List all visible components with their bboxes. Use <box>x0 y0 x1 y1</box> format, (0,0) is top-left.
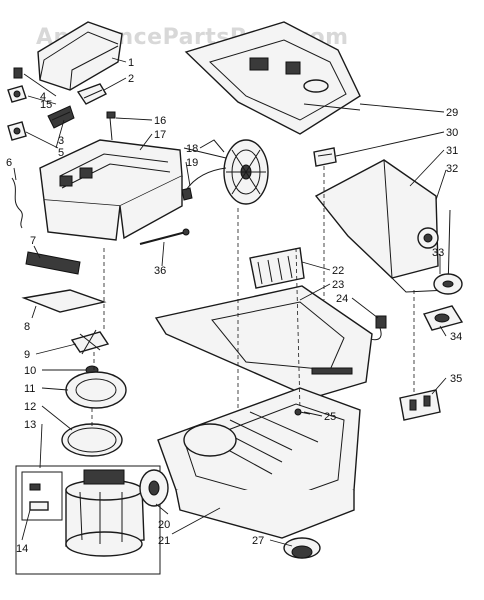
callout-3: 3 <box>58 135 64 147</box>
part-36-rod <box>139 228 190 245</box>
callout-22: 22 <box>332 265 344 277</box>
part-27-caster <box>283 537 321 559</box>
callout-13: 13 <box>24 419 36 431</box>
callout-10: 10 <box>24 365 36 377</box>
callout-27: 27 <box>252 535 264 547</box>
callout-34: 34 <box>450 331 462 343</box>
part-15-switch-knob <box>7 85 27 103</box>
callout-2: 2 <box>128 73 134 85</box>
part-5-switch <box>7 121 27 141</box>
part-34-adapter <box>422 305 464 331</box>
callout-labels: 1 2 3 4 5 6 7 8 9 10 11 12 13 14 15 16 1… <box>6 57 462 555</box>
callout-12: 12 <box>24 401 36 413</box>
part-9-fan <box>70 329 110 355</box>
part-6-wire <box>11 177 23 229</box>
part-35-latch <box>399 389 441 421</box>
part-13-motor-assembly <box>15 465 161 575</box>
part-32-bracket-outline <box>391 209 451 293</box>
part-16-screw <box>106 111 116 141</box>
callout-19: 19 <box>186 157 198 169</box>
part-33-ring <box>433 273 463 295</box>
callout-36: 36 <box>154 265 166 277</box>
callout-32: 32 <box>446 163 458 175</box>
callout-8: 8 <box>24 321 30 333</box>
part-19-plug <box>181 139 227 201</box>
callout-5: 5 <box>58 147 64 159</box>
part-8-plate <box>21 289 107 313</box>
part-22-grille <box>249 247 305 289</box>
part-21-base <box>157 387 361 539</box>
callout-24: 24 <box>336 293 348 305</box>
callout-16: 16 <box>154 115 166 127</box>
callout-15: 15 <box>40 99 52 111</box>
callout-33: 33 <box>432 247 444 259</box>
part-18-impeller <box>223 139 269 205</box>
callout-23: 23 <box>332 279 344 291</box>
part-11-ring <box>65 371 127 409</box>
callout-4: 4 <box>40 91 46 103</box>
callout-29: 29 <box>446 107 458 119</box>
callout-31: 31 <box>446 145 458 157</box>
callout-9: 9 <box>24 349 30 361</box>
part-20-wheel <box>139 469 169 507</box>
callout-17: 17 <box>154 129 166 141</box>
callout-18: 18 <box>186 143 198 155</box>
callout-11: 11 <box>24 383 35 395</box>
part-7-filter <box>25 251 81 275</box>
callout-20: 20 <box>158 519 170 531</box>
part-2-bracket <box>76 83 107 105</box>
part-25-screw <box>294 408 311 416</box>
part-3-switch <box>47 105 75 129</box>
callout-21: 21 <box>158 535 170 547</box>
callout-30: 30 <box>446 127 458 139</box>
part-30-clip <box>313 147 337 167</box>
part-23-frame <box>154 285 373 399</box>
callout-35: 35 <box>450 373 462 385</box>
callout-7: 7 <box>30 235 36 247</box>
callout-25: 25 <box>324 411 336 423</box>
part-29-top-cover <box>184 21 361 135</box>
part-1-cover <box>37 21 123 91</box>
part-4-knob <box>13 67 23 79</box>
callout-1: 1 <box>128 57 134 69</box>
leader-lines <box>13 57 447 547</box>
part-31-bag <box>314 159 439 279</box>
part-17-handle-housing <box>39 139 183 241</box>
callout-14: 14 <box>16 543 28 555</box>
callout-6: 6 <box>6 157 12 169</box>
